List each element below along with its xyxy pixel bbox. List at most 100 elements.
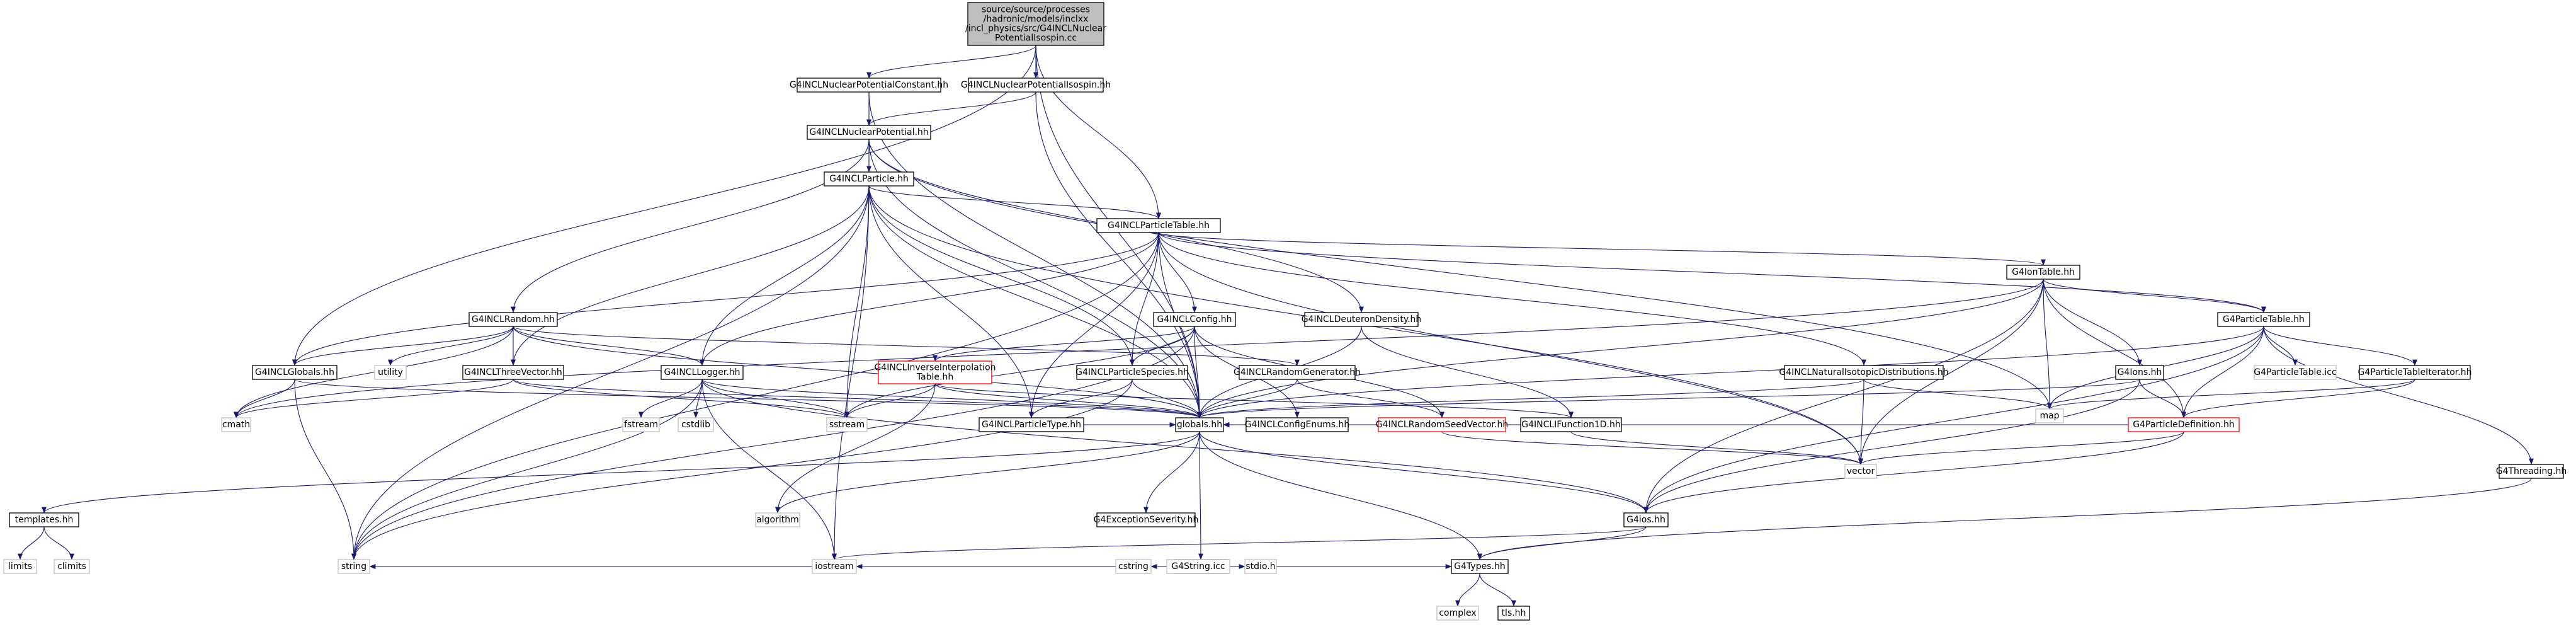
node-label: G4INCLConfig.hh [1157,314,1232,325]
node-label: G4INCLIFunction1D.hh [1521,420,1621,430]
node-npiso[interactable]: G4INCLNuclearPotentialIsospin.hh [961,78,1111,93]
node-utility[interactable]: utility [374,365,407,380]
node-stdioh[interactable]: stdio.h [1244,559,1277,574]
node-ifunc[interactable]: G4INCLIFunction1D.hh [1520,417,1622,432]
node-threevec[interactable]: G4INCLThreeVector.hh [462,365,564,380]
node-randseed[interactable]: G4INCLRandomSeedVector.hh [1376,417,1508,432]
node-cstring[interactable]: cstring [1115,559,1152,574]
node-g4ios[interactable]: G4ios.hh [1623,512,1669,527]
node-box [9,512,79,527]
node-label: G4INCLRandomGenerator.hh [1234,367,1361,377]
node-label: algorithm [756,515,799,525]
node-box [374,365,407,380]
edge-rangen-to-globals [1197,379,1298,418]
node-g4ions[interactable]: G4Ions.hh [2115,365,2164,380]
node-label: G4INCLLogger.hh [664,367,740,377]
node-deuteron[interactable]: G4INCLDeuteronDensity.hh [1302,312,1422,327]
node-natiso[interactable]: G4INCLNaturalIsotopicDistributions.hh [1779,365,1949,380]
node-box [1096,512,1196,527]
node-configenums[interactable]: G4INCLConfigEnums.hh [1245,417,1350,432]
edge-natiso-to-map [1863,379,2052,410]
node-label: G4IonTable.hh [2012,267,2075,277]
edge-particle-to-iostream [832,185,870,560]
node-complex[interactable]: complex [1436,606,1479,621]
node-box [1244,559,1277,574]
edge-ptable-to-logger [700,232,1159,366]
node-box [1175,417,1224,432]
node-g4exc[interactable]: G4ExceptionSeverity.hh [1094,512,1199,527]
node-cstdlib[interactable]: cstdlib [678,417,714,432]
edge-logger-to-string [351,379,703,560]
node-npconst[interactable]: G4INCLNuclearPotentialConstant.hh [790,78,948,93]
edge-pspecies-to-string [351,379,1133,560]
edge-random-to-inclglobals [292,326,514,366]
node-random[interactable]: G4INCLRandom.hh [468,312,558,327]
node-box [1115,559,1152,574]
node-iontable[interactable]: G4IonTable.hh [2006,265,2080,280]
edge-particle-to-ptable [868,185,1161,219]
node-label: G4ios.hh [1626,515,1665,525]
edge-config-to-invinterp [933,326,1195,362]
node-logger[interactable]: G4INCLLogger.hh [661,365,744,380]
node-limits[interactable]: limits [3,559,37,574]
node-label: G4INCLRandom.hh [472,314,555,325]
node-globals[interactable]: globals.hh [1175,417,1224,432]
node-ptype[interactable]: G4INCLParticleType.hh [979,417,1084,432]
node-label: G4ExceptionSeverity.hh [1094,515,1199,525]
node-g4ptable[interactable]: G4ParticleTable.hh [2217,312,2310,327]
edge-particle-to-ptype [868,185,1034,418]
node-particle[interactable]: G4INCLParticle.hh [824,171,914,187]
edge-logger-to-iostream [701,379,837,560]
node-rangen[interactable]: G4INCLRandomGenerator.hh [1234,365,1361,380]
node-iostream[interactable]: iostream [812,559,857,574]
node-box [2254,365,2337,380]
edge-iontable-to-g4ions [2043,279,2142,366]
node-ptable[interactable]: G4INCLParticleTable.hh [1096,218,1221,233]
edge-particle-to-sstream [844,185,870,418]
node-config[interactable]: G4INCLConfig.hh [1153,312,1236,327]
node-pspecies[interactable]: G4INCLParticleSpecies.hh [1075,365,1189,380]
node-box [807,125,931,140]
edge-g4ions-to-globals [1197,379,2140,418]
node-g4ptableicc[interactable]: G4ParticleTable.icc [2254,365,2337,380]
edge-templates-to-climits [43,526,74,560]
node-label: G4INCLParticleType.hh [982,420,1081,430]
node-g4stringicc[interactable]: G4String.icc [1166,559,1230,574]
node-g4ptiter[interactable]: G4ParticleTableIterator.hh [2358,365,2472,380]
node-label: complex [1439,608,1476,618]
node-g4threading[interactable]: G4Threading.hh [2496,464,2567,479]
node-vector[interactable]: vector [1844,464,1877,479]
node-box [1378,417,1506,432]
node-box [812,559,857,574]
node-templates[interactable]: templates.hh [9,512,79,527]
edge-g4types-to-complex [1455,573,1480,607]
node-g4types[interactable]: G4Types.hh [1451,559,1509,574]
node-inclglobals[interactable]: G4INCLGlobals.hh [252,365,338,380]
node-algorithm[interactable]: algorithm [755,512,800,527]
node-fstream[interactable]: fstream [622,417,660,432]
node-np[interactable]: G4INCLNuclearPotential.hh [807,125,931,140]
edge-logger-to-fstream [638,379,703,418]
edge-natiso-to-globals [1197,379,1864,418]
node-g4pdef[interactable]: G4ParticleDefinition.hh [2128,417,2240,432]
edge-ptable-to-iontable [1158,232,2046,266]
node-label: G4INCLNuclearPotential.hh [809,127,928,137]
edge-ptable-to-config [1158,232,1197,313]
node-box [622,417,660,432]
node-sstream[interactable]: sstream [826,417,868,432]
node-box [968,78,1104,93]
node-cmath[interactable]: cmath [221,417,251,432]
node-root[interactable]: source/source/processes/hadronic/models/… [965,2,1106,46]
node-box [1304,312,1419,327]
node-label: G4INCLRandomSeedVector.hh [1376,420,1508,430]
node-box [54,559,90,574]
node-map[interactable]: map [2035,408,2064,423]
edge-root-to-ptable [1035,45,1161,219]
node-tlshh[interactable]: tls.hh [1497,606,1530,621]
edge-rangen-to-randseed [1297,379,1444,418]
node-label: G4INCLParticleSpecies.hh [1075,367,1189,377]
edge-random-to-logger [513,326,705,366]
node-climits[interactable]: climits [54,559,90,574]
node-string[interactable]: string [338,559,370,574]
